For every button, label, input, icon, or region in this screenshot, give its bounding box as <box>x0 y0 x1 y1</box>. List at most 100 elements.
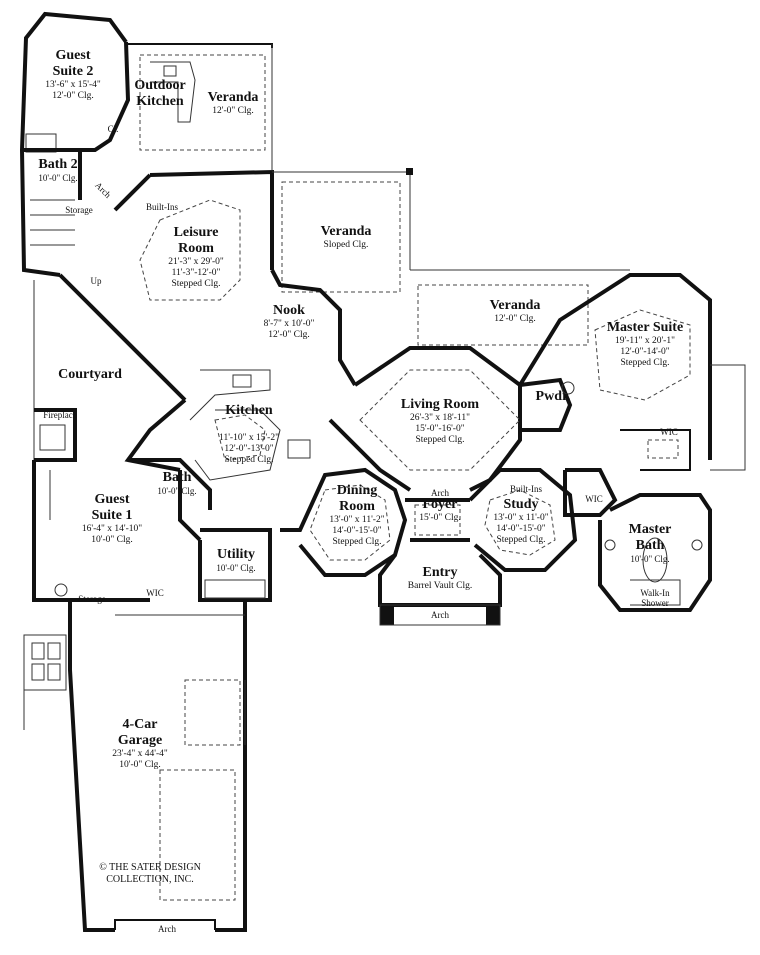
guest-suite-1-clg: 10'-0" Clg. <box>91 535 133 546</box>
living-room-label: Living Room 26'-3" x 18'-11" 15'-0"-16'-… <box>401 397 479 446</box>
guest-suite-1-dims: 16'-4" x 14'-10" <box>81 524 143 535</box>
utility-walls <box>198 528 272 602</box>
utility-clg: 10'-0" Clg. <box>216 563 256 574</box>
study-dims: 13'-0" x 11'-0" <box>493 513 549 524</box>
dining-room-extra: Stepped Clg. <box>332 537 382 548</box>
bath-2-label: Bath 2 10'-0" Clg. <box>38 157 77 183</box>
wic-closet-walls <box>563 468 618 517</box>
kitchen-clg: 12'-0"-13'-0" <box>224 444 274 455</box>
veranda-top-clg: 12'-0" Clg. <box>212 106 254 117</box>
built-ins-study-label: Built-Ins <box>509 484 543 494</box>
master-bath-name: Master Bath <box>628 522 672 554</box>
guest-bath-walls <box>128 458 212 510</box>
study-walls <box>468 468 578 572</box>
leisure-room-name: Leisure Room <box>173 225 219 257</box>
veranda-top-label: Veranda 12'-0" Clg. <box>208 90 259 117</box>
master-suite-extra: Stepped Clg. <box>620 357 670 368</box>
study-label: Study 13'-0" x 11'-0" 14'-0"-15'-0" Step… <box>493 497 548 546</box>
kitchen-extra: Stepped Clg. <box>224 454 274 465</box>
nook-label: Nook 8'-7" x 10'-0" 12'-0" Clg. <box>264 303 315 341</box>
living-room-walls <box>328 346 522 492</box>
dining-room-name: Dining Room <box>336 483 378 515</box>
leisure-room-clg: 11'-3"-12'-0" <box>171 268 221 279</box>
outdoor-kitchen-counter <box>150 61 196 123</box>
utility-name: Utility <box>216 547 256 562</box>
garage-clg: 10'-0" Clg. <box>119 760 161 771</box>
pwdr-name: Pwdr. <box>535 389 571 404</box>
nook-walls <box>270 269 357 387</box>
outdoor-kitchen-name: Outdoor Kitchen <box>134 78 186 110</box>
nook-clg: 12'-0" Clg. <box>268 330 310 341</box>
garage-label: 4-Car Garage 23'-4" x 44'-4" 10'-0" Clg. <box>112 717 168 771</box>
outdoor-kitchen-label: Outdoor Kitchen <box>134 78 185 110</box>
veranda-top-name: Veranda <box>207 90 259 105</box>
guest-suite-1-walls <box>32 460 202 602</box>
built-ins-leisure-label: Built-Ins <box>145 202 179 212</box>
arch-foyer-label: Arch <box>431 488 449 498</box>
veranda-right-name: Veranda <box>489 298 541 313</box>
veranda-sloped-clg: Sloped Clg. <box>323 240 369 251</box>
nook-dims: 8'-7" x 10'-0" <box>263 319 315 330</box>
wic-guest-label: WIC <box>146 588 164 598</box>
storage-top-label: Storage <box>65 205 93 215</box>
kitchen-name: Kitchen <box>225 403 273 418</box>
courtyard-name: Courtyard <box>58 367 122 382</box>
garage-walls <box>23 583 247 932</box>
living-room-dims: 26'-3" x 18'-11" <box>410 413 470 424</box>
wic-closet-label: WIC <box>585 494 603 504</box>
master-bath-label: Master Bath 10'-0" Clg. <box>629 522 672 565</box>
guest-suite-2-walls <box>19 11 131 277</box>
kitchen-dims: 11'-10" x 15'-2" <box>219 433 279 444</box>
master-suite-dims: 19'-11" x 20'-1" <box>615 336 675 347</box>
guest-suite-1-name: Guest Suite 1 <box>91 492 133 524</box>
guest-suite-2-dims: 13'-6" x 15'-4" <box>45 80 101 91</box>
veranda-sloped-label: Veranda Sloped Clg. <box>321 224 372 251</box>
bath-name: Bath <box>162 470 192 485</box>
veranda-sloped-name: Veranda <box>320 224 372 239</box>
study-extra: Stepped Clg. <box>496 534 546 545</box>
master-suite-label: Master Suite 19'-11" x 20'-1" 12'-0"-14'… <box>607 320 683 369</box>
utility-label: Utility 10'-0" Clg. <box>216 547 255 573</box>
leisure-room-extra: Stepped Clg. <box>171 279 221 290</box>
arch-garage-label: Arch <box>158 924 176 934</box>
walk-in-shower-label: Walk-In Shower <box>640 588 670 609</box>
wic-master-label: WIC <box>660 427 678 437</box>
guest-suite-2-name: Guest Suite 2 <box>52 48 94 80</box>
entry-name: Entry <box>422 565 458 580</box>
courtyard-label: Courtyard <box>58 367 122 383</box>
master-bath-clg: 10'-0" Clg. <box>630 554 670 565</box>
arch-entry-label: Arch <box>431 610 449 620</box>
copyright-notice: © THE SATER DESIGN COLLECTION, INC. <box>99 862 201 885</box>
living-room-name: Living Room <box>400 397 480 412</box>
sloped-veranda-outline <box>272 168 413 293</box>
master-suite-name: Master Suite <box>606 320 684 335</box>
guest-suite-2-clg: 12'-0" Clg. <box>52 91 94 102</box>
garage-dims: 23'-4" x 44'-4" <box>112 749 168 760</box>
bath-2-clg: 10'-0" Clg. <box>38 173 78 184</box>
study-name: Study <box>503 497 539 512</box>
entry-walls <box>378 553 502 626</box>
living-room-clg: 15'-0"-16'-0" <box>415 424 465 435</box>
bath-2-name: Bath 2 <box>38 157 78 172</box>
foyer-clg: 15'-0" Clg. <box>419 513 461 524</box>
master-bath-walls <box>598 493 712 612</box>
leisure-room-label: Leisure Room 21'-3" x 29'-0" 11'-3"-12'-… <box>168 225 224 290</box>
foyer-label: Foyer 15'-0" Clg. <box>419 497 460 524</box>
master-suite-walls <box>518 273 746 471</box>
foyer-walls <box>405 498 470 542</box>
right-veranda-outline <box>410 269 630 346</box>
guest-suite-2-label: Guest Suite 2 13'-6" x 15'-4" 12'-0" Clg… <box>45 48 101 102</box>
foyer-name: Foyer <box>422 497 458 512</box>
entry-clg: Barrel Vault Clg. <box>407 581 473 592</box>
living-room-extra: Stepped Clg. <box>415 434 465 445</box>
bath-clg: 10'-0" Clg. <box>157 486 197 497</box>
pwdr-label: Pwdr. <box>536 389 571 405</box>
leisure-room-dims: 21'-3" x 29'-0" <box>168 257 224 268</box>
veranda-right-label: Veranda 12'-0" Clg. <box>490 298 541 325</box>
closet-label: Cl. <box>107 124 119 134</box>
master-suite-clg: 12'-0"-14'-0" <box>620 347 670 358</box>
bath-label: Bath 10'-0" Clg. <box>157 470 196 496</box>
dining-room-dims: 13'-0" x 11'-2" <box>329 515 385 526</box>
study-clg: 14'-0"-15'-0" <box>496 524 546 535</box>
